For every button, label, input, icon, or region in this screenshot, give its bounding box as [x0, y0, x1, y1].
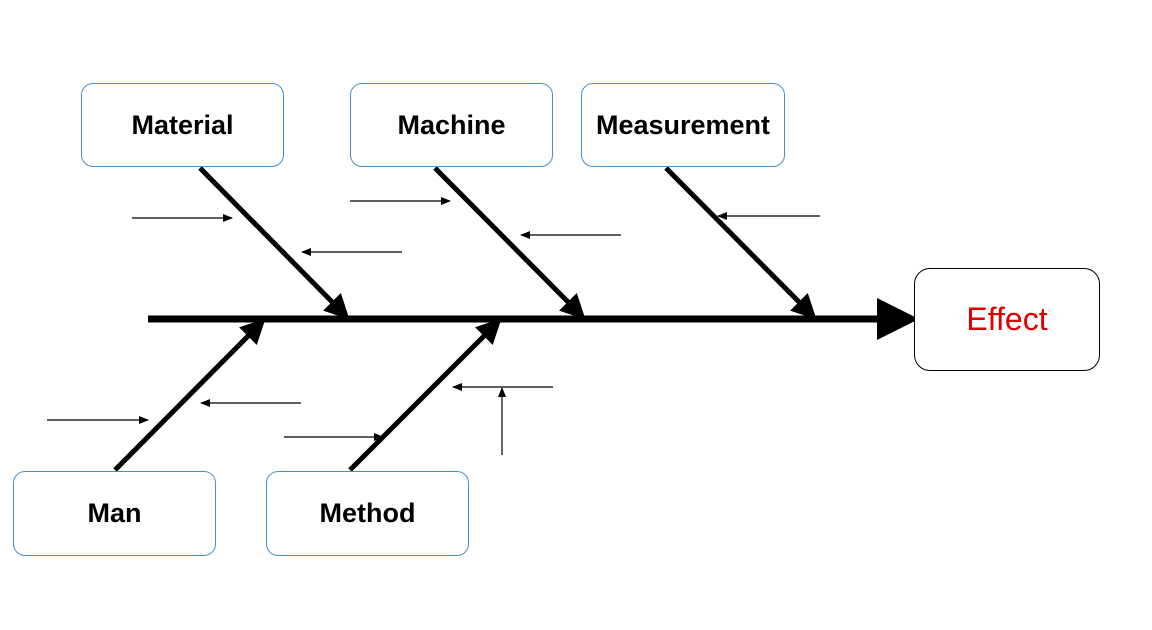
effect-box: Effect: [914, 268, 1100, 371]
measurement-bone: [664, 166, 817, 320]
cause-box-method: Method: [266, 471, 469, 556]
cause-label-material: Material: [131, 109, 234, 140]
cause-label-machine: Machine: [397, 109, 506, 140]
material-bone: [198, 166, 350, 320]
cause-box-man: Man: [13, 471, 216, 556]
effect-label: Effect: [966, 301, 1048, 337]
cause-box-machine: Machine: [350, 83, 553, 167]
cause-label-man: Man: [87, 498, 142, 528]
cause-box-material: Material: [81, 83, 284, 167]
method-bone: [348, 318, 502, 472]
man-bone: [113, 318, 266, 472]
cause-box-measurement: Measurement: [581, 83, 785, 167]
cause-label-measurement: Measurement: [595, 109, 771, 140]
cause-label-method: Method: [319, 498, 416, 528]
machine-bone: [433, 166, 586, 320]
